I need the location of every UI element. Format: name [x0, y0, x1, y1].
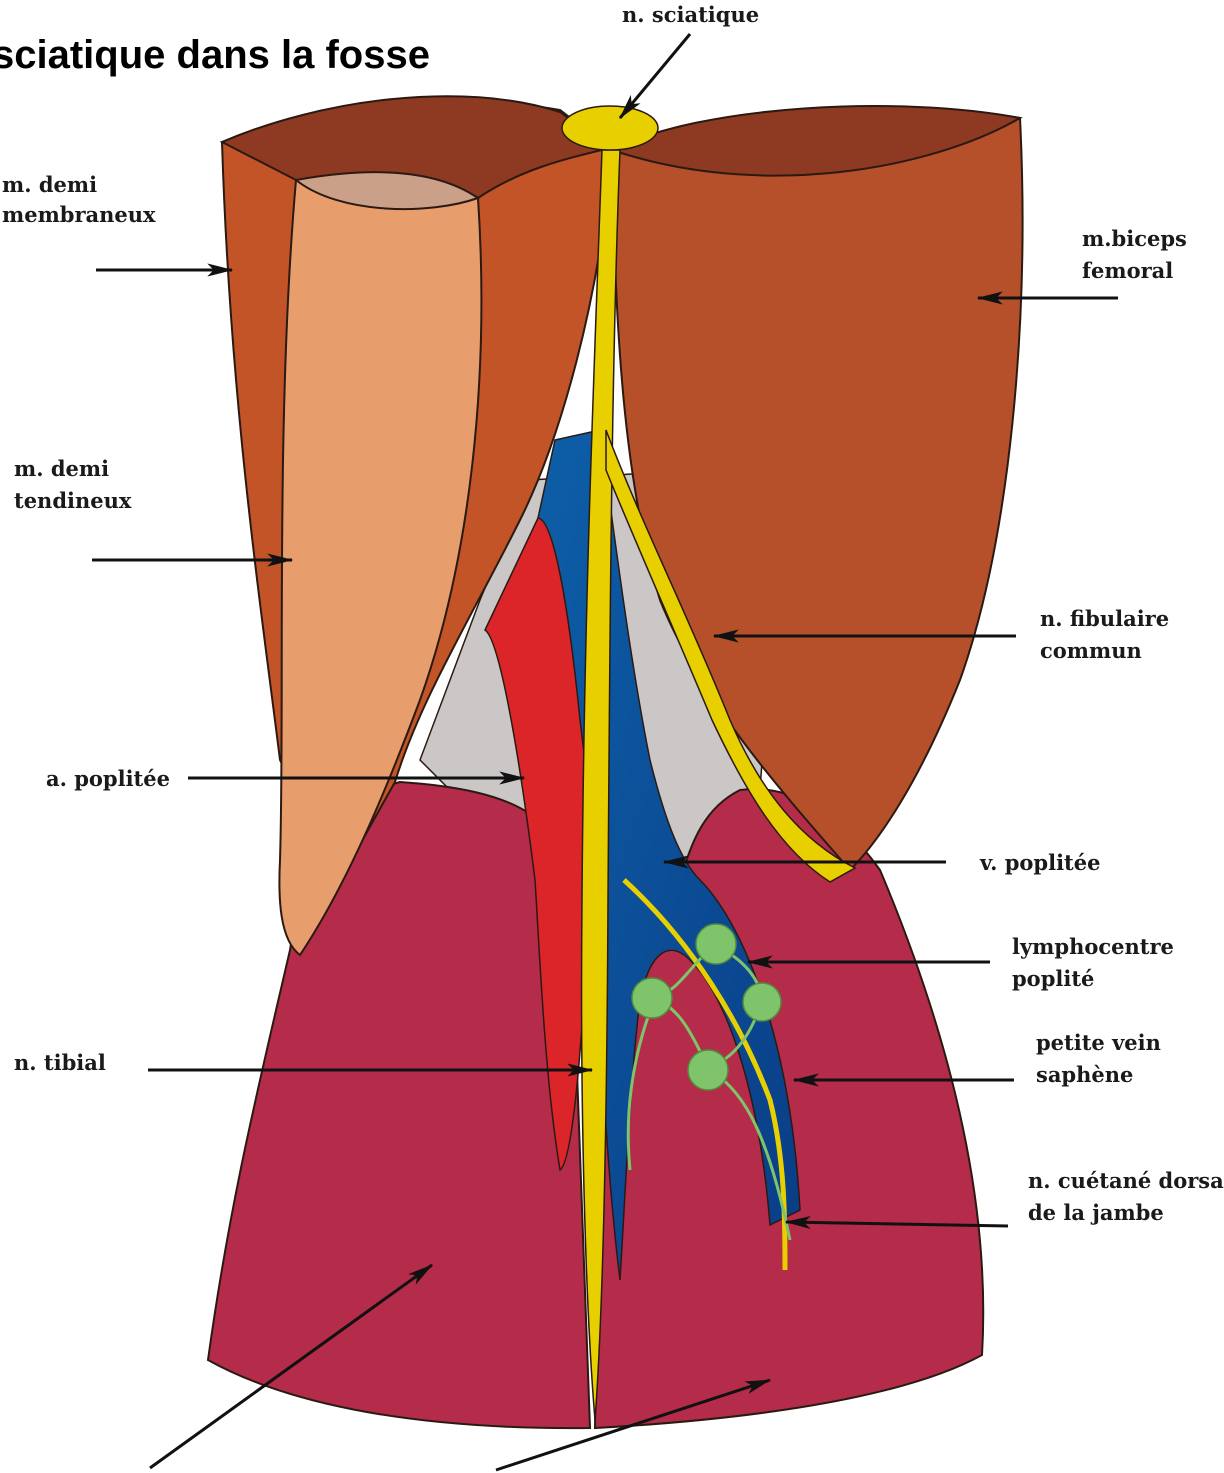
diagram-title: sciatique dans la fosse	[0, 33, 430, 77]
label-saphenous-line1: petite vein	[1036, 1030, 1161, 1055]
label-sciatic-nerve: n. sciatique	[622, 2, 759, 27]
lymph-node	[743, 983, 781, 1021]
label-fibular-line2: commun	[1040, 638, 1142, 663]
label-saphenous-line2: saphène	[1036, 1062, 1133, 1087]
label-semimembranosus-line1: m. demi	[2, 172, 97, 197]
label-semitendinosus-line2: tendineux	[14, 488, 132, 513]
label-semitendinosus-line1: m. demi	[14, 456, 109, 481]
sciatic-nerve-cut-end	[562, 106, 658, 150]
lymph-node	[632, 978, 672, 1018]
label-biceps-line2: femoral	[1082, 258, 1173, 283]
lymph-node	[688, 1050, 728, 1090]
label-tibial-nerve: n. tibial	[14, 1050, 106, 1075]
label-fibular-line1: n. fibulaire	[1040, 606, 1169, 631]
label-semimembranosus-line2: membraneux	[2, 202, 156, 227]
gastrocnemius-medial-head	[208, 782, 590, 1428]
label-cutaneous-line1: n. cuétané dorsal	[1028, 1168, 1224, 1193]
label-popliteal-vein: v. poplitée	[979, 850, 1100, 875]
arrow-sciatic-nerve	[620, 34, 690, 118]
label-cutaneous-line2: de la jambe	[1028, 1200, 1164, 1225]
label-biceps-line1: m.biceps	[1082, 226, 1187, 251]
label-popliteal-artery: a. poplitée	[46, 766, 170, 791]
label-lymph-line2: poplité	[1012, 966, 1094, 991]
lymph-node	[696, 924, 736, 964]
label-lymph-line1: lymphocentre	[1012, 934, 1174, 959]
